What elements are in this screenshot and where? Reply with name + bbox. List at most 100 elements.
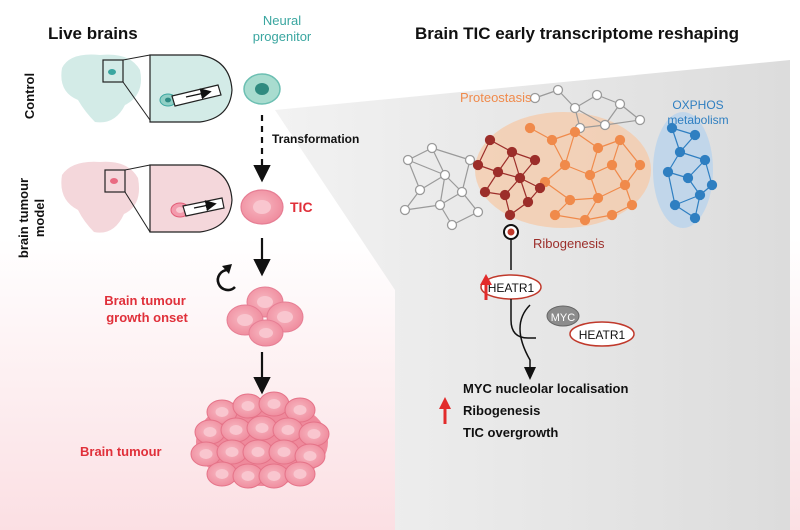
gray-network-left-edge xyxy=(404,204,441,211)
proteostasis-network-node xyxy=(584,169,596,181)
tumour-cell-nucleus xyxy=(229,425,243,435)
ribogenesis-network-node xyxy=(484,134,496,146)
left-title: Live brains xyxy=(48,24,138,43)
ribogenesis-network-node xyxy=(479,186,491,198)
proteostasis-network-node xyxy=(569,126,581,138)
tumour-cell-nucleus xyxy=(277,447,291,457)
heatr1-complex-label: HEATR1 xyxy=(579,328,626,342)
proteostasis-network-node xyxy=(524,122,536,134)
transformation-label: Transformation xyxy=(272,132,359,146)
outcome-myc-localisation: MYC nucleolar localisation xyxy=(463,381,628,396)
oxphos-label-line2: metabolism xyxy=(667,113,728,127)
proteostasis-label: Proteostasis xyxy=(460,90,532,105)
oxphos-network-node xyxy=(706,179,718,191)
brain-tumour-mass xyxy=(190,391,330,489)
gray-network-left-edge xyxy=(407,159,446,176)
tumour-cell-nucleus xyxy=(267,399,281,409)
proliferation-cycle-icon xyxy=(216,268,236,292)
proteostasis-network-node xyxy=(606,209,618,221)
oxphos-network-node xyxy=(682,172,694,184)
gray-network-left-node xyxy=(446,219,458,231)
tic-nucleus xyxy=(253,200,271,214)
ribogenesis-network-node xyxy=(492,166,504,178)
tumour-cell-nucleus xyxy=(307,429,321,439)
oxphos-network-node xyxy=(669,199,681,211)
ribogenesis-network-node xyxy=(472,159,484,171)
gray-network-top-node xyxy=(599,119,611,131)
tumour-cell-nucleus xyxy=(251,447,265,457)
oxphos-network-node xyxy=(689,212,701,224)
gray-network-top-node xyxy=(569,102,581,114)
row-label-model-line1: brain tumour xyxy=(16,178,31,258)
gray-network-left-node xyxy=(434,199,446,211)
ribogenesis-network-node xyxy=(506,146,518,158)
heatr1-up-arrow-icon xyxy=(480,274,492,285)
gray-network-left-edge xyxy=(407,159,421,191)
myc-label: MYC xyxy=(551,312,576,324)
proteostasis-network-node xyxy=(614,134,626,146)
growth-onset-line2: growth onset xyxy=(106,310,188,325)
proteostasis-network-node xyxy=(606,159,618,171)
proteostasis-network-node xyxy=(619,179,631,191)
neural-progenitor-line2: progenitor xyxy=(253,29,312,44)
gray-network-left-node xyxy=(472,206,484,218)
outcomes-up-arrow-icon xyxy=(439,397,451,409)
tumour-cell-nucleus xyxy=(215,469,229,479)
heatr1-label: HEATR1 xyxy=(488,281,535,295)
gray-network-top-node xyxy=(552,84,564,96)
tumour-cell-nucleus xyxy=(303,451,317,461)
gray-network-left-node xyxy=(426,142,438,154)
proteostasis-network-node xyxy=(546,134,558,146)
model-brain xyxy=(61,161,233,233)
heatr1-to-complex-line xyxy=(510,299,536,339)
oxphos-network-node xyxy=(699,154,711,166)
ribogenesis-network-node xyxy=(514,172,526,184)
tumour-cell-nucleus xyxy=(293,405,307,415)
row-label-model-line2: model xyxy=(32,199,47,237)
oxphos-network-node xyxy=(689,129,701,141)
tumour-cell-nucleus xyxy=(199,449,213,459)
gray-network-left-edge xyxy=(461,159,471,193)
gray-network-top-node xyxy=(614,98,626,110)
tic-label: TIC xyxy=(290,199,313,215)
ribogenesis-network-label: Ribogenesis xyxy=(533,236,605,251)
ribogenesis-network-node xyxy=(522,196,534,208)
neural-progenitor-line1: Neural xyxy=(263,13,301,28)
gray-network-top-node xyxy=(529,92,541,104)
tumour-cell-nucleus xyxy=(241,401,255,411)
tumour-cell-nucleus xyxy=(203,427,217,437)
gray-network-top-edge xyxy=(574,107,606,126)
cycle-arrowhead-icon xyxy=(222,264,232,274)
gray-network-top-node xyxy=(634,114,646,126)
gray-network-left-node xyxy=(402,154,414,166)
brain-tumour-label: Brain tumour xyxy=(80,444,162,459)
gray-network-left-node xyxy=(464,154,476,166)
proteostasis-network-node xyxy=(549,209,561,221)
proteostasis-network-edge xyxy=(619,139,641,166)
proteostasis-network-node xyxy=(592,142,604,154)
ribogenesis-network-node xyxy=(504,209,516,221)
neural-progenitor-nucleus xyxy=(255,83,269,95)
heatr1-complex-node xyxy=(569,321,635,347)
outcome-ribogenesis: Ribogenesis xyxy=(463,403,540,418)
tumour-cell-nucleus xyxy=(255,423,269,433)
proteostasis-network-node xyxy=(592,192,604,204)
gray-network-left-node xyxy=(456,186,468,198)
oxphos-network-node xyxy=(666,122,678,134)
gray-network-left-edge xyxy=(431,147,471,161)
pathway-arrowhead-icon xyxy=(524,367,536,380)
proteostasis-network-node xyxy=(564,194,576,206)
ribogenesis-network-node xyxy=(534,182,546,194)
growth-onset-cluster xyxy=(226,286,304,347)
proteostasis-network-edge xyxy=(564,131,576,166)
control-brain xyxy=(61,54,233,123)
outcome-tic-overgrowth: TIC overgrowth xyxy=(463,425,558,440)
gray-network-left-node xyxy=(399,204,411,216)
proteostasis-network-node xyxy=(559,159,571,171)
heatr1-hub-core xyxy=(507,228,515,236)
right-title: Brain TIC early transcriptome reshaping xyxy=(415,24,739,43)
tumour-cell-nucleus xyxy=(281,425,295,435)
ribogenesis-network-node xyxy=(499,189,511,201)
tumour-cell-nucleus xyxy=(293,469,307,479)
